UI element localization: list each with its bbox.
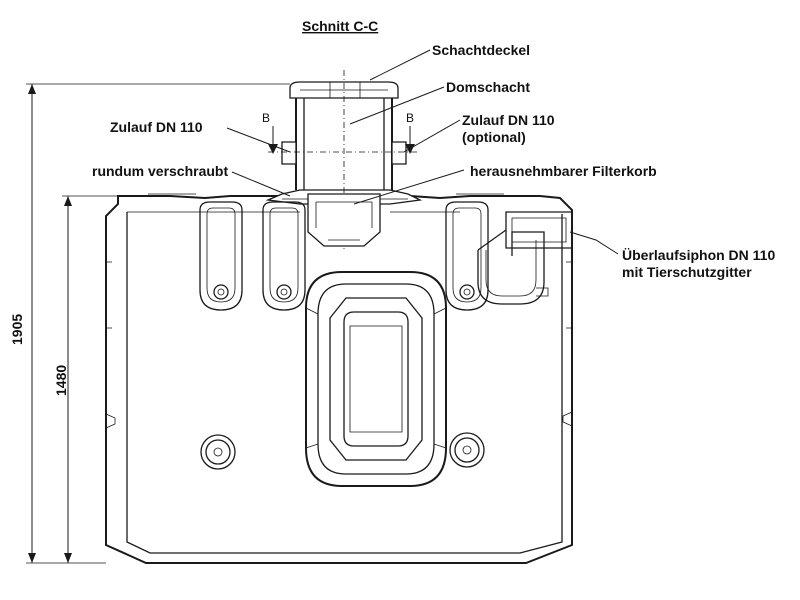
siphon-label-2: mit Tierschutzgitter (622, 264, 752, 280)
label-filterkorb: herausnehmbarer Filterkorb (353, 163, 657, 205)
zulauf-left-label: Zulauf DN 110 (110, 119, 203, 135)
filterkorb-label: herausnehmbarer Filterkorb (470, 163, 657, 179)
verschraubt-label: rundum verschraubt (92, 163, 228, 179)
section-mark-left: B (262, 111, 278, 154)
siphon-label-1: Überlaufsiphon DN 110 (622, 247, 775, 263)
total-height-label: 1905 (9, 314, 25, 345)
label-schachtdeckel: Schachtdeckel (369, 42, 530, 81)
label-zulauf-left: Zulauf DN 110 (110, 119, 291, 153)
section-mark-left-label: B (262, 111, 270, 125)
tank-body (105, 195, 573, 564)
label-domschacht: Domschacht (349, 79, 530, 125)
zulauf-right-label-1: Zulauf DN 110 (462, 112, 555, 128)
label-verschraubt: rundum verschraubt (92, 163, 291, 197)
label-siphon: Überlaufsiphon DN 110 mit Tierschutzgitt… (569, 231, 775, 280)
dimension-total-height: 1905 (9, 83, 290, 564)
section-mark-right-label: B (406, 111, 414, 125)
zulauf-right-label-2: (optional) (462, 129, 526, 145)
bottom-bosses (200, 432, 485, 470)
dimension-tank-height: 1480 (53, 195, 118, 563)
drawing-title: Schnitt C-C (302, 18, 378, 34)
tank-height-label: 1480 (53, 365, 69, 396)
domschacht-label: Domschacht (446, 79, 530, 95)
center-recess (305, 271, 447, 487)
dome-shaft (268, 70, 418, 250)
overflow-siphon (477, 211, 573, 305)
schachtdeckel-label: Schachtdeckel (432, 42, 530, 58)
right-pocket (445, 201, 489, 311)
label-zulauf-right: Zulauf DN 110 (optional) (403, 112, 555, 153)
left-pockets (199, 201, 306, 311)
